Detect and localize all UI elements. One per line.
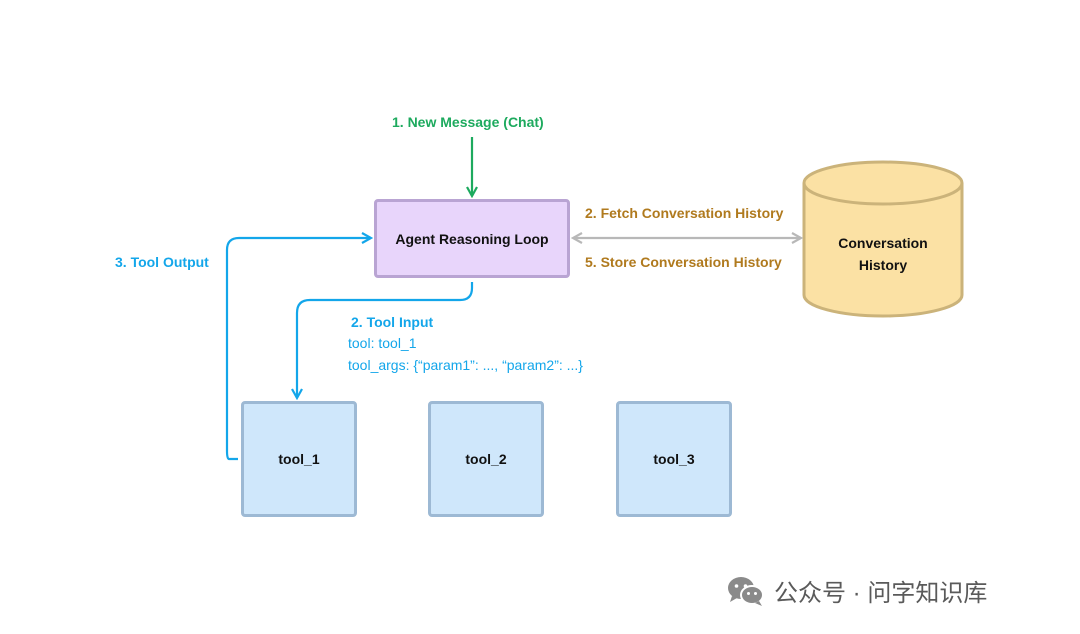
tool-input-arrow xyxy=(297,282,474,398)
tool-2-label: tool_2 xyxy=(465,451,507,467)
agent-node-label: Agent Reasoning Loop xyxy=(395,230,549,247)
tool-3-node: tool_3 xyxy=(616,401,732,517)
fetch-history-label: 2. Fetch Conversation History xyxy=(585,205,784,221)
tool-name-text: tool: tool_1 xyxy=(348,335,417,351)
history-label-line1: Conversation xyxy=(838,235,928,251)
agent-reasoning-loop-node: Agent Reasoning Loop xyxy=(374,199,570,278)
tool-output-label: 3. Tool Output xyxy=(115,254,209,270)
wechat-icon xyxy=(728,576,764,606)
tool-1-label: tool_1 xyxy=(278,451,320,467)
tool-3-label: tool_3 xyxy=(653,451,695,467)
tool-args-text: tool_args: {“param1”: ..., “param2”: ...… xyxy=(348,357,583,373)
store-history-label: 5. Store Conversation History xyxy=(585,254,782,270)
watermark-text: 公众号 · 问字知识库 xyxy=(774,580,988,607)
history-label-line2: History xyxy=(858,257,908,273)
tool-input-label: 2. Tool Input xyxy=(351,314,434,330)
tool-2-node: tool_2 xyxy=(428,401,544,517)
watermark: 公众号 · 问字知识库 xyxy=(726,573,987,608)
database-cylinder xyxy=(802,160,964,318)
new-message-label: 1. New Message (Chat) xyxy=(392,114,544,130)
tool-output-arrow xyxy=(225,238,371,461)
conversation-history-label: Conversation History xyxy=(806,232,960,276)
tool-1-node: tool_1 xyxy=(241,401,357,517)
